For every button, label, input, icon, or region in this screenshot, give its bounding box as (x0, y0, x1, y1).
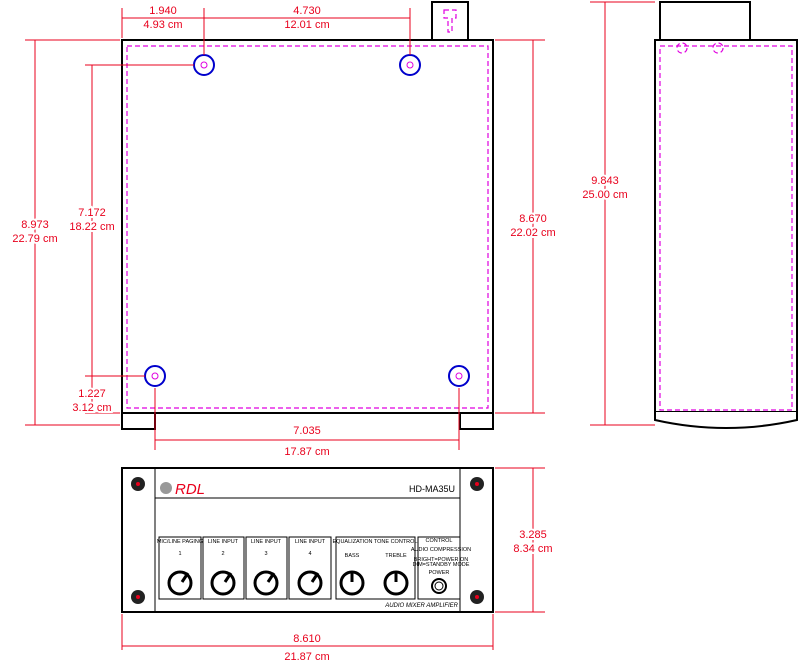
channel-label: LINE INPUT (251, 539, 282, 545)
led-label: DIM=STANDBY MODE (413, 562, 470, 568)
dim-label: 22.79 cm (12, 233, 57, 245)
knobs (167, 570, 447, 596)
knob-bass (339, 570, 365, 596)
dim-label: 7.172 (78, 207, 106, 219)
dim-label: 3.12 cm (72, 402, 111, 414)
dim-label: 1.940 (149, 5, 177, 17)
dim-label: 9.843 (591, 175, 619, 187)
front-view: RDL HD-MA35U MIC/LINE PAGING 1 LINE INPU… (121, 467, 555, 663)
knob-ch2 (210, 570, 236, 596)
channel-number: 1 (178, 551, 181, 557)
knob-treble (383, 570, 409, 596)
dim-label: 18.22 cm (69, 221, 114, 233)
bass-label: BASS (345, 553, 360, 559)
brand-logo: RDL (175, 481, 205, 498)
compression-label: AUDIO COMPRESSION (411, 547, 471, 553)
dim-label: 8.34 cm (513, 543, 552, 555)
channel-label: LINE INPUT (295, 539, 326, 545)
channel-label: LINE INPUT (208, 539, 239, 545)
knob-ch4 (297, 570, 323, 596)
channel-number: 2 (221, 551, 224, 557)
dim-label: 25.00 cm (582, 189, 627, 201)
model-label: HD-MA35U (409, 484, 455, 494)
channel-number: 3 (264, 551, 267, 557)
dim-label: 17.87 cm (284, 446, 329, 458)
treble-label: TREBLE (385, 553, 407, 559)
dim-label: 22.02 cm (510, 227, 555, 239)
dim-label: 4.93 cm (143, 19, 182, 31)
subtitle-label: AUDIO MIXER AMPLIFIER (384, 603, 458, 609)
channel-label: MIC/LINE PAGING (157, 539, 203, 545)
dim-label: 21.87 cm (284, 651, 329, 663)
channel-panels (158, 536, 461, 600)
dim-label: 1.227 (78, 388, 106, 400)
dim-label: 4.730 (293, 5, 321, 17)
control-title: CONTROL (426, 538, 453, 544)
rack-screws (131, 477, 484, 604)
led-label: BRIGHT=POWER ON (414, 557, 469, 563)
knob-ch1 (167, 570, 193, 596)
side-view: 9.843 25.00 cm (580, 1, 798, 429)
foot-left (121, 412, 156, 430)
power-button (431, 578, 447, 594)
dim-label: 3.285 (519, 529, 547, 541)
logo-dot (160, 482, 172, 494)
knob-ch3 (253, 570, 279, 596)
dim-label: 7.035 (293, 425, 321, 437)
eq-title: EQUALIZATION TONE CONTROL (333, 539, 418, 545)
foot-right (459, 412, 494, 430)
power-label: POWER (429, 570, 450, 576)
dim-label: 8.610 (293, 633, 321, 645)
dim-label: 8.973 (21, 219, 49, 231)
dim-label: 12.01 cm (284, 19, 329, 31)
dim-label: 8.670 (519, 213, 547, 225)
top-view: 1.940 4.93 cm 4.730 12.01 cm 8.973 22.79… (10, 1, 558, 458)
channel-number: 4 (308, 551, 311, 557)
